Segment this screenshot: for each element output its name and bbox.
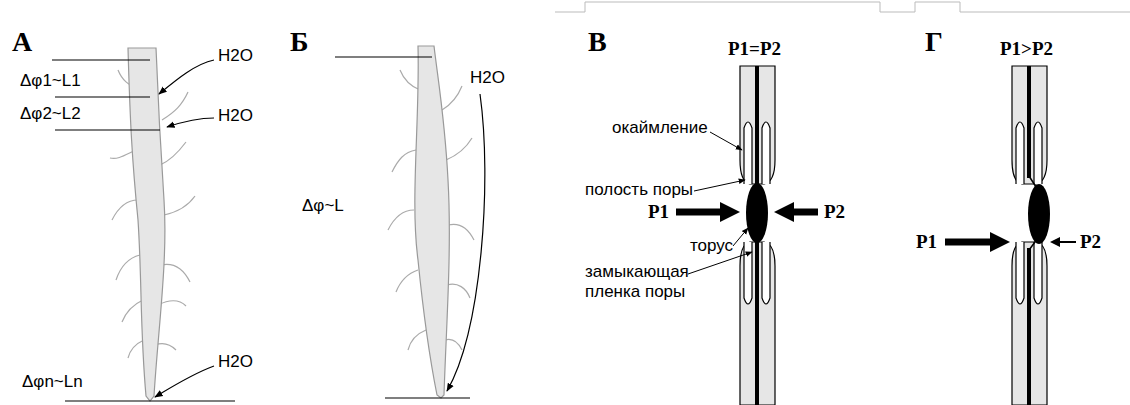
- potential-label: Δφ2~L2: [20, 104, 81, 124]
- panel-letter: Б: [290, 26, 309, 58]
- water-label: H2O: [218, 46, 253, 66]
- part-label: окаймление: [612, 118, 708, 138]
- part-label: замыкающая пленка поры: [585, 262, 697, 301]
- water-label: H2O: [218, 352, 253, 372]
- potential-label: Δφ~L: [302, 196, 344, 216]
- pressure-label: P1: [916, 231, 937, 253]
- pressure-label: P1: [648, 201, 669, 223]
- pressure-label: P1>P2: [1000, 38, 1053, 60]
- pit-unequal: [945, 66, 1076, 405]
- part-label: полость поры: [585, 180, 693, 200]
- pressure-label: P2: [1080, 231, 1101, 253]
- panel-letter: Г: [925, 26, 943, 58]
- panel-letter: В: [588, 26, 607, 58]
- part-label: торус: [690, 236, 733, 256]
- frame-line: [555, 2, 1130, 12]
- potential-label: Δφ1~L1: [20, 71, 81, 91]
- pressure-label: P1=P2: [728, 38, 781, 60]
- panel-letter: А: [12, 26, 32, 58]
- water-label: H2O: [470, 68, 505, 88]
- root-b: [335, 46, 485, 398]
- root-a: [52, 48, 235, 401]
- pit-equal: [676, 66, 818, 405]
- pressure-label: P2: [824, 201, 845, 223]
- potential-label: Δφn~Ln: [22, 372, 83, 392]
- water-label: H2O: [218, 106, 253, 126]
